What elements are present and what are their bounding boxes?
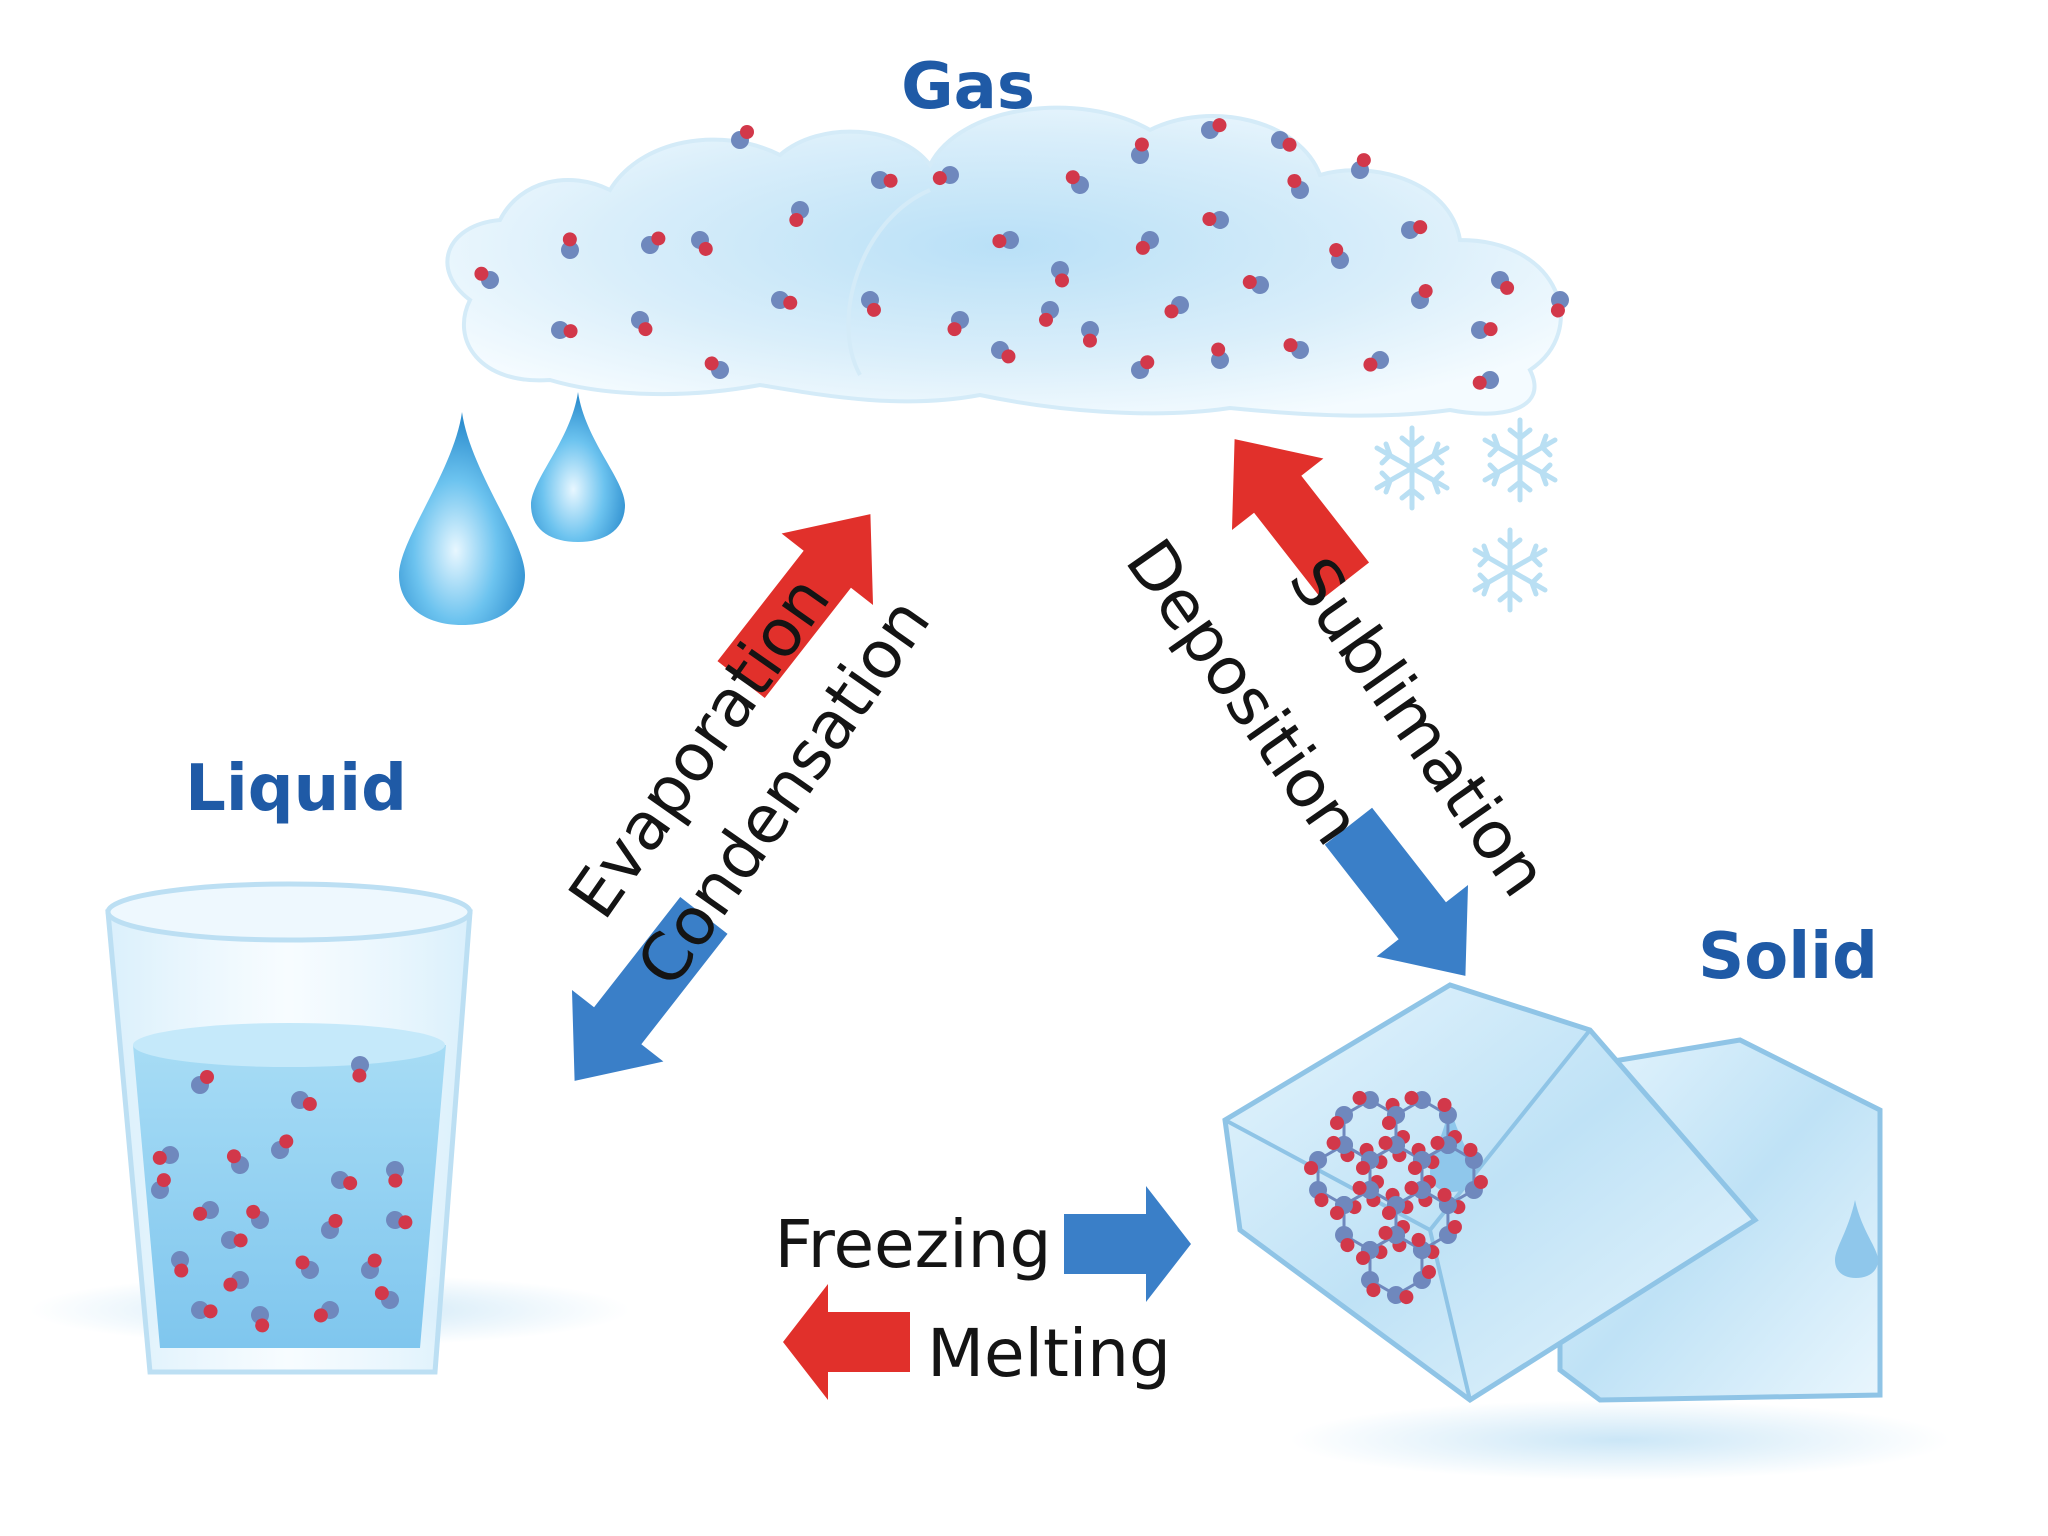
snowflake-icon (1377, 428, 1447, 508)
raindrop-icon (399, 412, 525, 625)
solid-label: Solid (1698, 920, 1878, 994)
cloud-shape (447, 108, 1560, 416)
melting-label: Melting (927, 1315, 1171, 1392)
liquid-glass (30, 884, 630, 1372)
snowflakes (1377, 420, 1555, 610)
raindrops (399, 392, 625, 625)
solid-ice (1225, 985, 1950, 1480)
snowflake-icon (1485, 420, 1555, 500)
gas-cloud (447, 108, 1575, 416)
gas-label: Gas (901, 50, 1035, 124)
freezing-label: Freezing (775, 1206, 1052, 1283)
water-body (133, 1045, 446, 1348)
freezing-arrow (1064, 1186, 1191, 1302)
melting-arrow (783, 1284, 910, 1400)
raindrop-icon (531, 392, 625, 542)
water-surface (133, 1023, 445, 1067)
snowflake-icon (1475, 530, 1545, 610)
glass-rim (108, 884, 470, 940)
liquid-label: Liquid (185, 752, 407, 826)
ice-shadow (1290, 1400, 1950, 1480)
